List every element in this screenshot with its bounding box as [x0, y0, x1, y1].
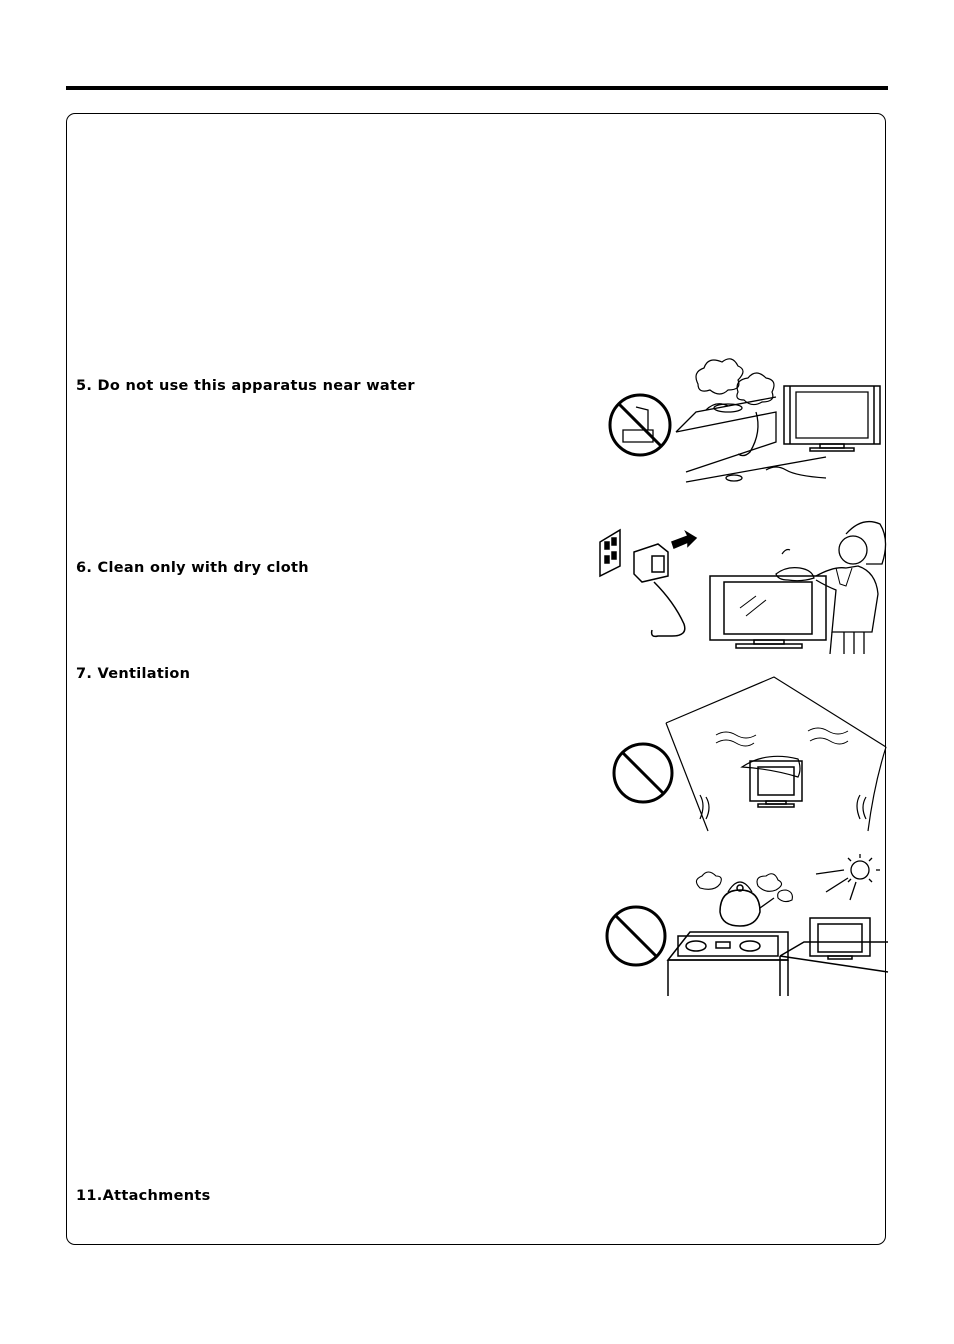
tv-icon — [710, 576, 826, 648]
wall-outlet-icon — [600, 530, 620, 576]
water-illustration — [606, 352, 886, 487]
heading-dry-cloth: 6. Clean only with dry cloth — [76, 560, 309, 576]
cloth-icon — [776, 550, 814, 581]
heading-attachments: 11.Attachments — [76, 1188, 211, 1204]
prohibited-sign-icon — [614, 744, 672, 802]
prohibited-sign-icon — [610, 395, 670, 455]
heading-ventilation: 7. Ventilation — [76, 666, 191, 682]
heading-water: 5. Do not use this apparatus near water — [76, 378, 415, 394]
sun-icon — [816, 854, 880, 900]
kettle-icon — [720, 882, 774, 926]
top-rule — [66, 86, 888, 90]
dry-cloth-illustration — [596, 520, 890, 655]
steam-cloud-icon — [696, 872, 792, 902]
prohibited-sign-icon — [607, 907, 665, 965]
plug-adapter-icon — [634, 544, 685, 636]
steam-cloud-icon — [696, 359, 774, 405]
dust-icon — [716, 728, 848, 746]
tv-on-counter-icon — [780, 918, 888, 996]
heat-source-illustration — [604, 852, 888, 996]
person-cleaning-icon — [816, 522, 886, 654]
sink-icon — [676, 397, 826, 482]
room-outline-icon — [666, 677, 886, 831]
ventilation-illustration — [606, 675, 888, 835]
stove-icon — [668, 932, 788, 996]
tv-icon — [784, 386, 880, 451]
covered-tv-icon — [742, 756, 802, 807]
unplug-arrow-icon — [672, 532, 696, 548]
content-frame — [66, 113, 886, 1245]
